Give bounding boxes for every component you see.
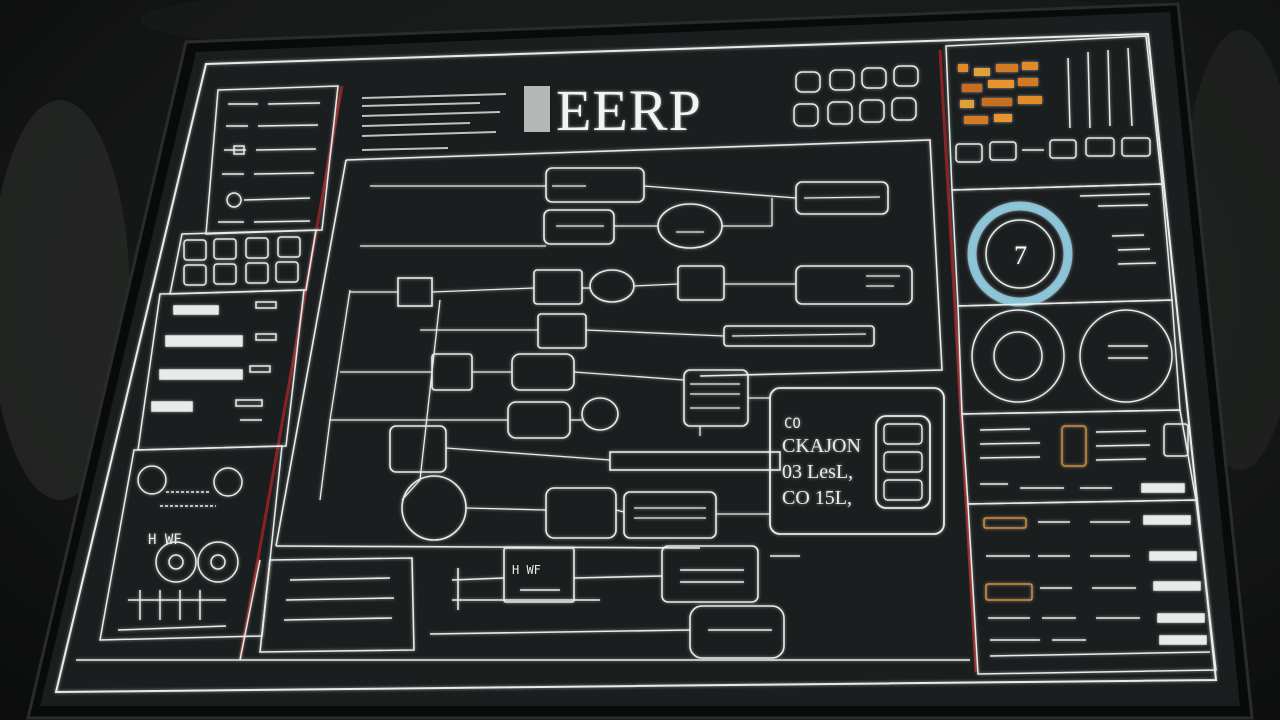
control-square-icon[interactable] [183, 236, 301, 286]
vertical-bars [1067, 47, 1133, 129]
bottom-node-label: H WF [512, 563, 541, 577]
switch-row[interactable] [955, 137, 1151, 163]
info-card-line4: CO 15L, [782, 487, 852, 509]
info-card-line1: CO [784, 416, 801, 432]
info-card-line2: CKAJON [782, 435, 861, 457]
right-panel: 7 [945, 35, 1217, 675]
dial-label: H WF [148, 532, 182, 548]
title-text-lines [361, 93, 507, 151]
left-slider-list[interactable] [218, 102, 321, 223]
right-list[interactable] [983, 515, 1211, 657]
gauge-value: 7 [1014, 241, 1027, 270]
left-panel: H WF [99, 85, 339, 641]
gauge-ring-icon[interactable] [967, 201, 1073, 307]
bottom-left-card[interactable] [259, 557, 415, 653]
screen-frame [54, 32, 1218, 694]
info-card-icon-column[interactable] [875, 415, 931, 509]
info-card[interactable]: CO CKAJON 03 LesL, CO 15L, [769, 387, 945, 535]
dial-pair[interactable] [971, 309, 1173, 403]
bottom-center-node[interactable] [503, 547, 575, 603]
node-text-lines [552, 185, 900, 519]
dial-icon[interactable] [117, 465, 243, 631]
bottom-baseline [76, 559, 970, 661]
page-title: EERP [556, 78, 702, 143]
info-card-line3: 03 LesL, [782, 461, 853, 483]
gauge-text-lines [1079, 193, 1157, 265]
left-bar-list [151, 301, 277, 421]
bottom-flow [259, 545, 800, 659]
title-area: EERP [361, 65, 919, 151]
flow-connectors [319, 185, 797, 515]
status-heatmap[interactable] [958, 62, 1042, 124]
red-divider-right [938, 49, 978, 673]
red-divider-left [238, 85, 344, 661]
diagram-frame [345, 139, 943, 377]
title-logo-box [524, 86, 550, 132]
flow-diagram [275, 139, 943, 549]
data-table[interactable] [979, 423, 1189, 493]
toggle-switch-icon[interactable] [793, 65, 919, 127]
